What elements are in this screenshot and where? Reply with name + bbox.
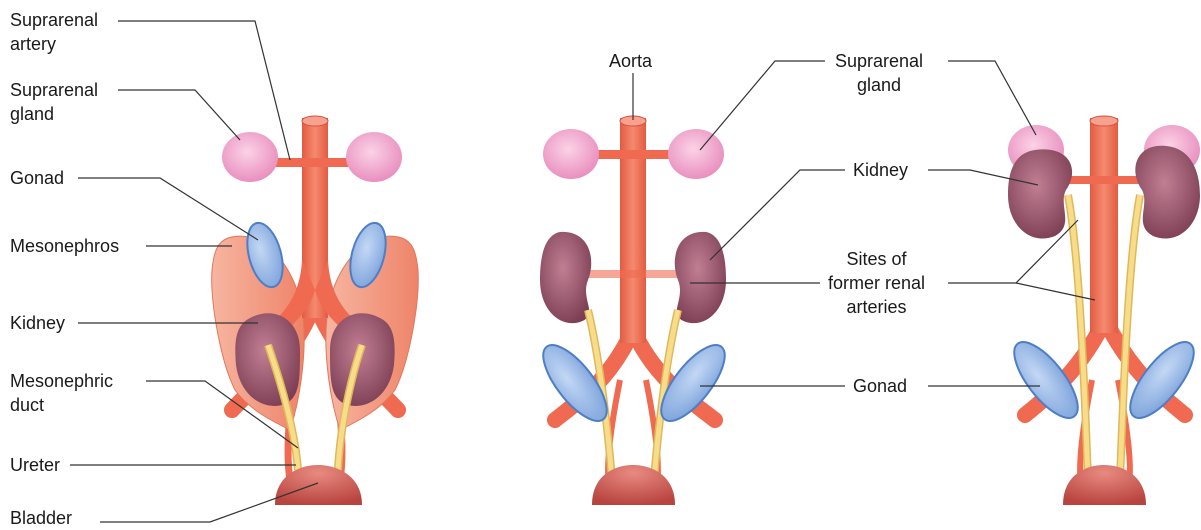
suprarenal-gland-right-icon xyxy=(346,132,402,182)
suprarenal-gland-mid-right-icon xyxy=(668,129,724,179)
label-sites-former-renal-arteries: Sites of former renal arteries xyxy=(828,247,925,319)
label-sites-line1: Sites of xyxy=(828,247,925,271)
label-bladder: Bladder xyxy=(10,506,72,530)
label-suprarenal-artery-line2: artery xyxy=(10,32,98,56)
label-suprarenal-gland-right-line1: Suprarenal xyxy=(835,49,923,73)
bladder-mid-icon xyxy=(592,465,675,505)
label-suprarenal-artery-line1: Suprarenal xyxy=(10,8,98,32)
label-kidney-left: Kidney xyxy=(10,311,65,335)
label-suprarenal-gland-left: Suprarenal gland xyxy=(10,78,98,126)
kidney-mid-right-icon xyxy=(675,232,726,323)
kidney-right-stage-left-icon xyxy=(1008,149,1072,238)
label-mesonephric-duct-line2: duct xyxy=(10,393,113,417)
gonad-right-stage-left-icon xyxy=(1003,333,1088,428)
label-suprarenal-gland-right: Suprarenal gland xyxy=(835,49,923,97)
label-suprarenal-gland-left-line1: Suprarenal xyxy=(10,78,98,102)
label-gonad-right: Gonad xyxy=(853,374,907,398)
kidney-mid-left-icon xyxy=(540,232,591,323)
bladder-right-icon xyxy=(1063,465,1146,505)
label-suprarenal-gland-right-line2: gland xyxy=(835,73,923,97)
label-mesonephric-duct: Mesonephric duct xyxy=(10,369,113,417)
label-mesonephros: Mesonephros xyxy=(10,234,119,258)
stage-3-illustration xyxy=(1003,116,1201,505)
suprarenal-gland-left-icon xyxy=(222,132,278,182)
label-gonad-left: Gonad xyxy=(10,166,64,190)
suprarenal-gland-mid-left-icon xyxy=(543,129,599,179)
label-sites-line3: arteries xyxy=(828,295,925,319)
label-kidney-right: Kidney xyxy=(853,158,908,182)
label-suprarenal-artery: Suprarenal artery xyxy=(10,8,98,56)
stage-2-illustration xyxy=(532,116,735,505)
kidney-right-stage-right-icon xyxy=(1135,146,1200,239)
stage-1-illustration xyxy=(212,116,419,505)
label-ureter: Ureter xyxy=(10,453,60,477)
label-aorta: Aorta xyxy=(609,49,652,73)
label-sites-line2: former renal xyxy=(828,271,925,295)
label-mesonephric-duct-line1: Mesonephric xyxy=(10,369,113,393)
label-suprarenal-gland-left-line2: gland xyxy=(10,102,98,126)
